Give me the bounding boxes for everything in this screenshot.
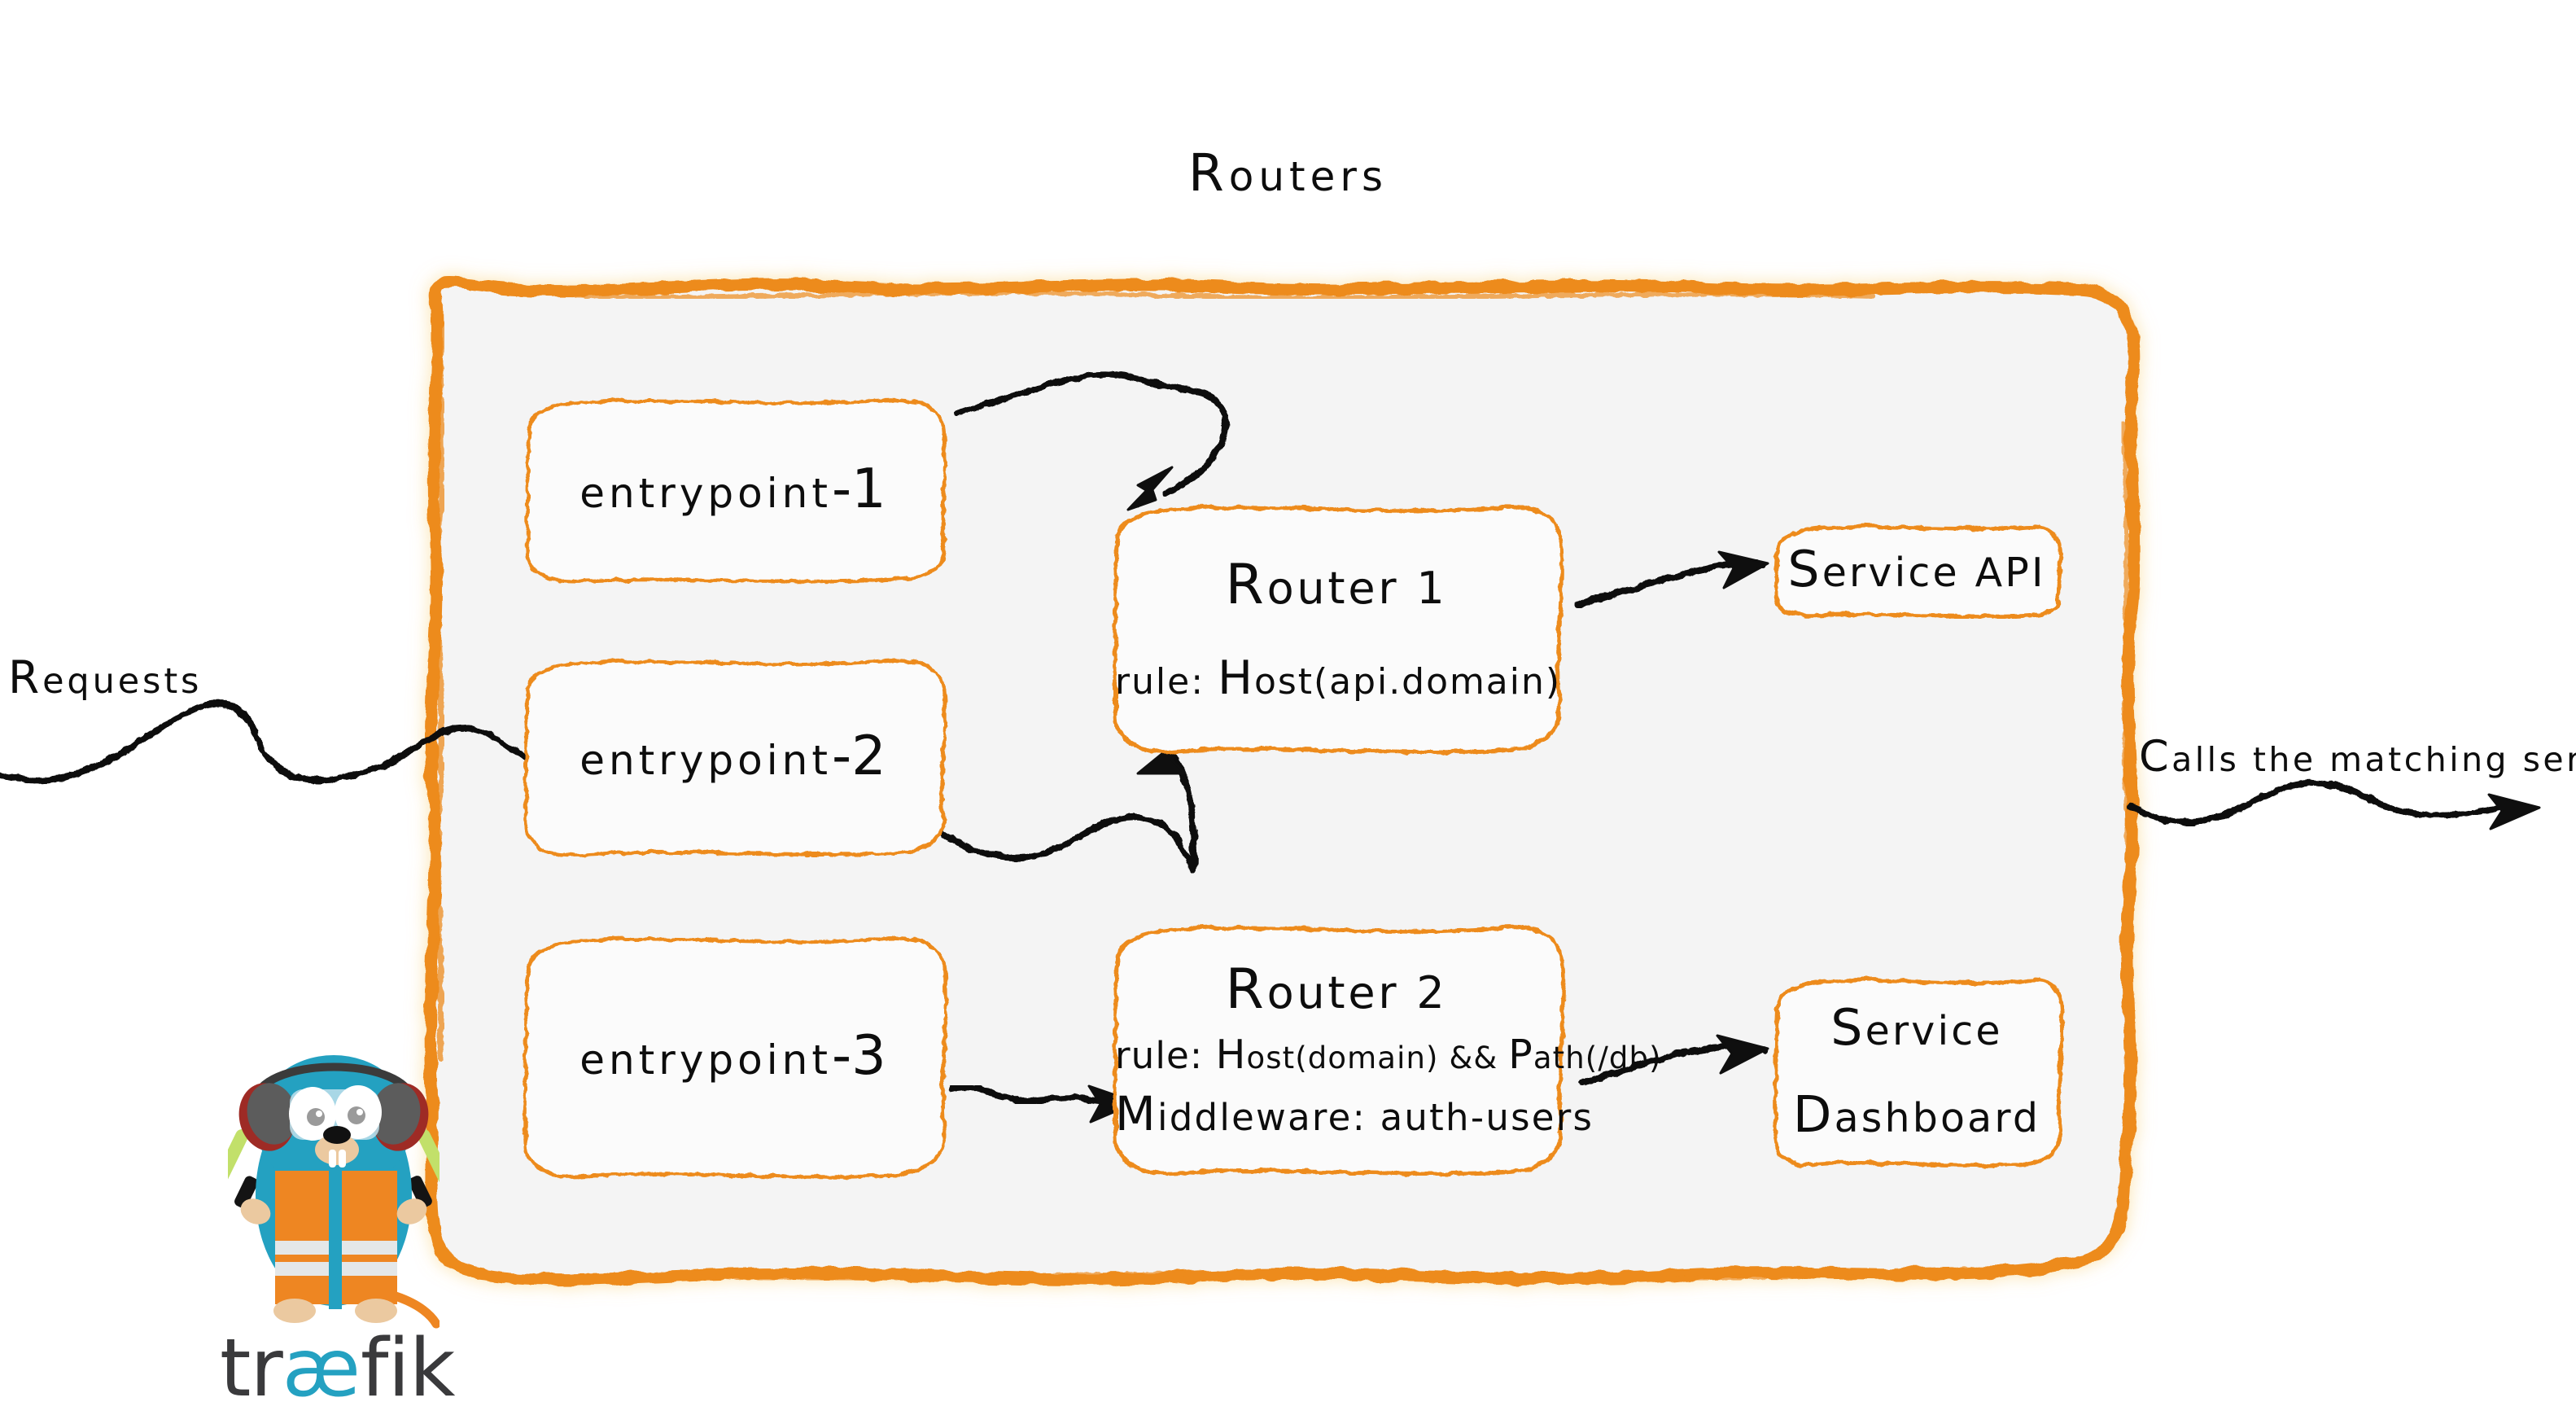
gopher-foot-right: [355, 1299, 397, 1323]
gopher-paw-left: [240, 1198, 271, 1224]
router-1-title-rest: outer 1: [1266, 562, 1448, 614]
page-title: Routers: [0, 143, 2576, 203]
service-api-label-cap: S: [1787, 540, 1822, 599]
router-2-outline: [1113, 925, 1566, 1176]
service-dashboard-line-2-text: ashboard: [1834, 1095, 2041, 1141]
gopher-tooth-left: [329, 1150, 336, 1167]
service-dashboard-line-1: Service: [1779, 997, 2054, 1057]
router-2-title-rest: outer 2: [1266, 967, 1448, 1019]
router-2-rule-label: rule:: [1115, 1033, 1216, 1077]
calls-server-label-cap: C: [2139, 732, 2172, 782]
traefik-wordmark-ligature: æ: [282, 1322, 361, 1415]
service-api-box[interactable]: Service API: [1765, 521, 2069, 619]
router-2-middleware-cap: M: [1115, 1087, 1157, 1142]
gopher-tail: [391, 1291, 440, 1329]
router-2-rule-host: ost(domain): [1246, 1040, 1439, 1075]
router-2-rule-host-cap: H: [1215, 1031, 1247, 1078]
router-1-rule: rule: Host(api.domain): [1115, 651, 1561, 706]
service-api-outline: [1773, 524, 2062, 619]
requests-label: Requests: [8, 651, 203, 703]
service-api-label-text: ervice API: [1822, 550, 2046, 597]
gopher-foot-left: [273, 1299, 316, 1323]
service-dashboard-line-2: Dashboard: [1779, 1085, 2054, 1144]
marshalling-wand-right-icon: [409, 1129, 440, 1208]
traefik-logo: træfik: [220, 1036, 472, 1415]
entrypoint-3-label: entrypoint-3: [526, 1025, 940, 1086]
router-2-rule-path: ath(/db): [1533, 1040, 1662, 1075]
service-dashboard-line-2-cap: D: [1792, 1085, 1835, 1144]
entrypoint-3-outline: [523, 936, 948, 1179]
router-2-rule-path-cap: P: [1508, 1031, 1533, 1078]
traefik-wordmark-post: fik: [361, 1322, 456, 1415]
entrypoint-2-outline: [523, 659, 947, 857]
ear-defender-left-icon: [238, 1083, 297, 1151]
marshalling-wand-left-icon: [228, 1129, 258, 1208]
router-1-title: Router 1: [1115, 554, 1558, 616]
router-2-box[interactable]: Router 2 rule: Host(domain) && Path(/db)…: [1100, 920, 1661, 1181]
arrow-entrypoint1-to-router1: [954, 370, 1229, 511]
router-2-rule: rule: Host(domain) && Path(/db): [1115, 1031, 1661, 1078]
entrypoint-1-num: 1: [851, 457, 886, 521]
entrypoint-2-num: 2: [851, 724, 886, 788]
page-title-cap: R: [1187, 143, 1229, 203]
arrow-panel-to-server: [2128, 779, 2541, 830]
router-1-title-cap: R: [1225, 552, 1267, 617]
service-dashboard-line-1-cap: S: [1830, 997, 1865, 1057]
requests-label-cap: R: [8, 651, 43, 703]
router-1-rule-cap: H: [1217, 651, 1254, 706]
entrypoint-2-sep: -: [831, 724, 852, 788]
page-title-rest: outers: [1228, 153, 1389, 200]
gopher-tooth-right: [339, 1150, 346, 1167]
entrypoint-1-outline: [525, 398, 947, 584]
service-dashboard-outline: [1773, 977, 2065, 1168]
router-1-box[interactable]: Router 1 rule: Host(api.domain): [1100, 500, 1572, 759]
arrow-router2-to-service-dashboard: [1579, 1034, 1769, 1086]
entrypoint-3-num: 3: [851, 1023, 886, 1088]
ear-defender-right-icon: [370, 1083, 429, 1151]
router-2-middleware-text: iddleware: auth-users: [1157, 1096, 1594, 1140]
traefik-gopher-mascot-icon: [228, 1055, 440, 1329]
arrow-router1-to-service-api: [1574, 550, 1769, 607]
safety-vest-icon: [275, 1171, 397, 1309]
traefik-wordmark-pre: tr: [220, 1322, 283, 1415]
service-api-label: Service API: [1779, 541, 2054, 598]
entrypoint-1-box[interactable]: entrypoint-1: [511, 392, 955, 586]
router-2-middleware: Middleware: auth-users: [1115, 1087, 1592, 1142]
entrypoint-2-label: entrypoint-2: [526, 725, 940, 786]
router-2-title-cap: R: [1225, 957, 1267, 1023]
entrypoint-2-box[interactable]: entrypoint-2: [511, 653, 955, 860]
router-1-rule-value: ost(api.domain): [1253, 661, 1561, 703]
router-1-outline: [1113, 505, 1564, 755]
entrypoint-1-label: entrypoint-1: [526, 458, 940, 519]
traefik-wordmark: træfik: [220, 1322, 464, 1415]
requests-label-text: equests: [42, 661, 203, 702]
gopher-muzzle: [315, 1134, 359, 1165]
service-dashboard-line-1-text: ervice: [1865, 1007, 2003, 1054]
entrypoint-2-text: entrypoint: [579, 737, 832, 785]
entrypoint-1-text: entrypoint: [579, 470, 832, 518]
calls-server-label-text: alls the matching server: [2171, 740, 2576, 779]
gopher-paw-right: [396, 1198, 427, 1224]
router-2-title: Router 2: [1115, 959, 1558, 1021]
entrypoint-3-sep: -: [831, 1023, 852, 1088]
entrypoint-3-text: entrypoint: [579, 1036, 832, 1084]
entrypoint-3-box[interactable]: entrypoint-3: [511, 930, 955, 1182]
service-dashboard-box[interactable]: Service Dashboard: [1765, 974, 2069, 1169]
calls-server-label: Calls the matching server: [2139, 732, 2576, 782]
router-1-rule-label: rule:: [1115, 661, 1218, 703]
entrypoint-1-sep: -: [831, 457, 852, 521]
router-2-rule-join: &&: [1438, 1040, 1509, 1075]
gopher-nose-icon: [323, 1126, 351, 1144]
